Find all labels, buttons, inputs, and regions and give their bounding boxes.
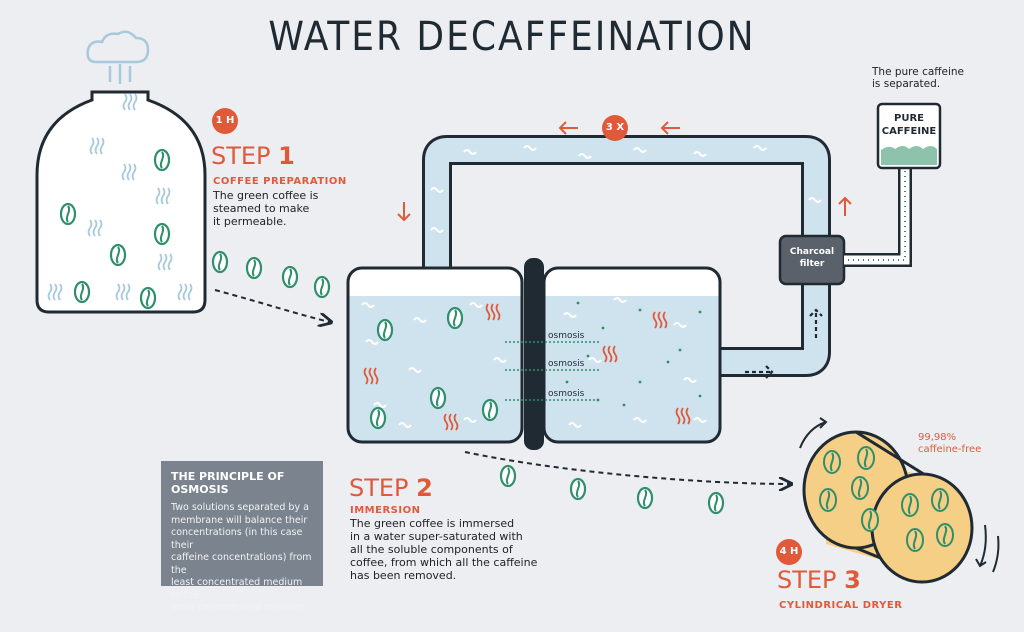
pure-caffeine-label: PURE CAFFEINE — [881, 113, 937, 137]
water-pipe — [422, 135, 831, 377]
steam-cloud-icon — [86, 30, 150, 84]
principle-text: Two solutions separated by a membrane wi… — [171, 502, 312, 613]
osmosis-label: osmosis — [548, 331, 585, 341]
step3-time-badge: 4 H — [776, 539, 802, 565]
step1-time-badge: 1 H — [212, 108, 238, 134]
caffeine-dots — [565, 301, 702, 407]
caffeine-pipe — [844, 165, 912, 267]
cylindrical-dryer — [802, 430, 974, 584]
step1-subtitle: COFFEE PREPARATION — [213, 176, 347, 187]
dark-flow-arrows — [745, 308, 823, 379]
flow-arrow-icons — [397, 121, 852, 222]
principle-heading: THE PRINCIPLE OF OSMOSIS — [171, 470, 285, 496]
step2-description: The green coffee is immersed in a water … — [350, 517, 538, 582]
step3-heading: STEP 3 — [777, 566, 861, 594]
page-title: WATER DECAFFEINATION — [268, 14, 756, 60]
step2-heading: STEP 2 — [349, 474, 433, 502]
immersion-tank-right — [542, 266, 722, 444]
immersion-tank-left — [346, 266, 524, 444]
membrane — [524, 258, 544, 450]
caffeine-note: The pure caffeine is separated. — [872, 66, 965, 90]
step2-subtitle: IMMERSION — [350, 505, 421, 516]
step1-description: The green coffee is steamed to make it p… — [213, 189, 319, 228]
caffeine-free-percentage: 99,98% caffeine-free — [918, 432, 982, 455]
rotation-arrow-icons — [799, 417, 1000, 573]
osmosis-label: osmosis — [548, 389, 585, 399]
falling-beans — [211, 250, 331, 299]
cycle-badge: 3 X — [602, 115, 628, 141]
step1-heading: STEP 1 — [211, 142, 295, 170]
osmosis-label: osmosis — [548, 359, 585, 369]
steam-jar — [35, 90, 207, 314]
charcoal-filter-label: Charcoal filter — [789, 247, 835, 269]
osmosis-principle-box: THE PRINCIPLE OF OSMOSIS Two solutions s… — [161, 461, 323, 613]
step3-subtitle: CYLINDRICAL DRYER — [779, 600, 903, 611]
